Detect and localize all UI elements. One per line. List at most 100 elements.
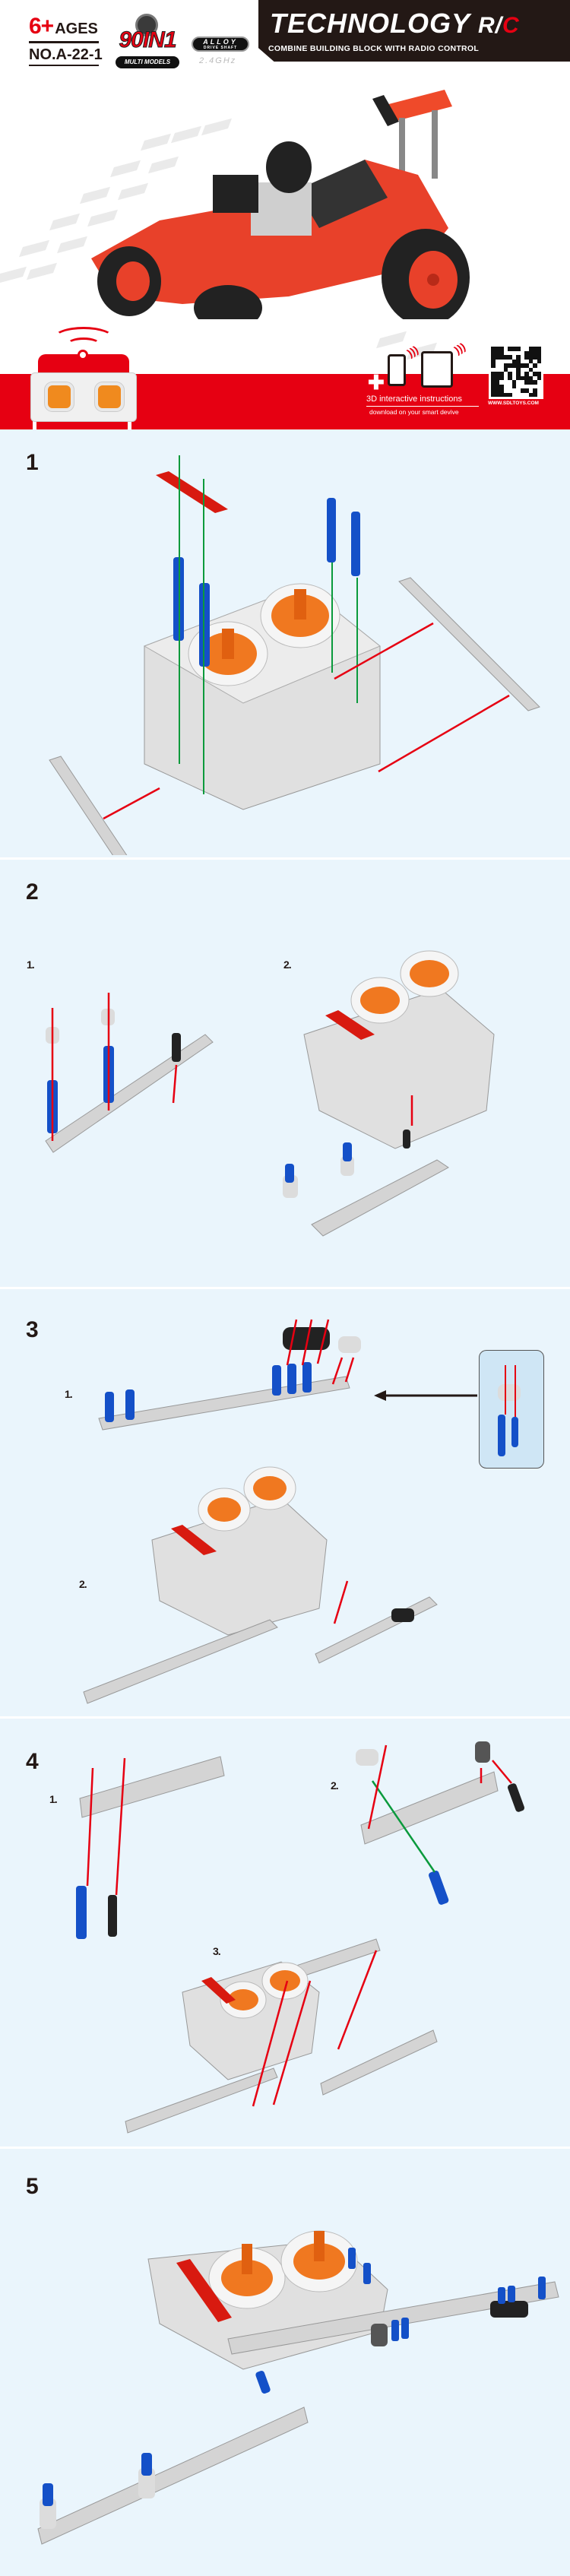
qr-module: [524, 355, 529, 360]
step-1-illustration: [49, 455, 540, 855]
qr-module: [520, 380, 524, 385]
qr-module: [511, 363, 516, 368]
step-2-illustration: [45, 950, 495, 1237]
signal-wave: [67, 337, 100, 351]
blue-pin-part: [391, 2320, 399, 2341]
tablet-icon: [421, 351, 453, 388]
qr-module: [499, 375, 504, 380]
wheel-icon: [135, 14, 158, 36]
qr-module: [495, 375, 499, 380]
qr-module: [499, 359, 504, 363]
qr-module: [537, 350, 541, 355]
qr-module: [503, 380, 508, 385]
blue-pin-part: [76, 1886, 87, 1939]
qr-module: [503, 375, 508, 380]
qr-module: [511, 367, 516, 372]
qr-module: [499, 388, 504, 393]
qr-module: [508, 350, 512, 355]
qr-module: [533, 363, 537, 368]
red-arrow: [333, 1580, 349, 1624]
qr-module: [495, 380, 499, 385]
qr-module: [503, 355, 508, 360]
qr-module: [520, 388, 524, 393]
qr-module: [537, 367, 541, 372]
website-link[interactable]: WWW.SDLTOYS.COM: [488, 401, 539, 406]
qr-code[interactable]: [489, 344, 543, 399]
qr-module: [503, 359, 508, 363]
qr-module: [528, 355, 533, 360]
green-arrows: [179, 455, 358, 794]
brand-title-text: TECHNOLOGY: [270, 8, 471, 39]
qr-module: [528, 372, 533, 376]
qr-module: [520, 384, 524, 388]
left-joystick: [45, 382, 74, 411]
qr-module: [524, 380, 529, 385]
qr-module: [491, 350, 496, 355]
age-number: 6+: [29, 14, 54, 39]
badge-sub-text: MULTI MODELS: [116, 56, 179, 68]
qr-module: [524, 384, 529, 388]
qr-module: [528, 359, 533, 363]
dark-grey-connector-part: [475, 1741, 490, 1763]
step-2-section: 2 1. 2.: [0, 857, 570, 1287]
substep-label: 2.: [283, 958, 292, 971]
substep-label: 1.: [65, 1388, 73, 1400]
qr-module: [520, 367, 524, 372]
qr-module: [491, 347, 496, 351]
qr-module: [533, 359, 537, 363]
qr-module: [537, 375, 541, 380]
qr-module: [495, 384, 499, 388]
qr-module: [491, 363, 496, 368]
qr-module: [508, 392, 512, 397]
qr-module: [508, 388, 512, 393]
qr-module: [508, 384, 512, 388]
divider: [29, 41, 99, 43]
promo-title: 3D interactive instructions: [366, 394, 462, 404]
qr-module: [516, 355, 521, 360]
rc-mark: R/C: [478, 13, 520, 38]
qr-module: [516, 384, 521, 388]
grey-connector-part: [356, 1749, 378, 1766]
blue-pin-part: [363, 2263, 371, 2284]
badge-main-text: 90IN1: [119, 27, 177, 53]
qr-module: [503, 363, 508, 368]
qr-module: [491, 359, 496, 363]
qr-module: [537, 359, 541, 363]
qr-module: [533, 392, 537, 397]
qr-module: [495, 367, 499, 372]
race-car-image: [91, 90, 470, 319]
qr-module: [520, 350, 524, 355]
qr-module: [511, 355, 516, 360]
qr-module: [516, 375, 521, 380]
qr-module: [495, 355, 499, 360]
qr-module: [511, 388, 516, 393]
promo-subtitle: download on your smart devive: [369, 408, 459, 416]
alloy-title: ALLOY: [203, 38, 238, 46]
beam-part-right: [398, 577, 540, 711]
model-number: NO.A-22-1: [29, 46, 103, 63]
qr-module: [511, 380, 516, 385]
qr-module: [537, 363, 541, 368]
qr-module: [528, 363, 533, 368]
red-arrows: [86, 1757, 126, 1896]
qr-module: [503, 388, 508, 393]
grey-connector-part: [338, 1336, 361, 1353]
multi-models-badge: 90IN1 MULTI MODELS: [111, 14, 184, 68]
brand-subtitle: COMBINE BUILDING BLOCK WITH RADIO CONTRO…: [268, 44, 480, 53]
rc-mark-c: C: [502, 13, 520, 38]
beam-part: [360, 1771, 499, 1845]
alloy-drive-shaft-badge: ALLOY DRIVE SHAFT: [192, 36, 249, 52]
qr-module: [511, 350, 516, 355]
qr-module: [533, 372, 537, 376]
blue-pin-part: [43, 2483, 53, 2506]
qr-module: [533, 375, 537, 380]
qr-module: [499, 347, 504, 351]
qr-module: [524, 350, 529, 355]
qr-module: [528, 392, 533, 397]
plus-icon: ✚: [368, 371, 385, 394]
beam-part: [125, 2067, 278, 2134]
qr-module: [508, 372, 512, 376]
step-1-section: 1: [0, 429, 570, 857]
qr-module: [528, 350, 533, 355]
qr-module: [491, 384, 496, 388]
